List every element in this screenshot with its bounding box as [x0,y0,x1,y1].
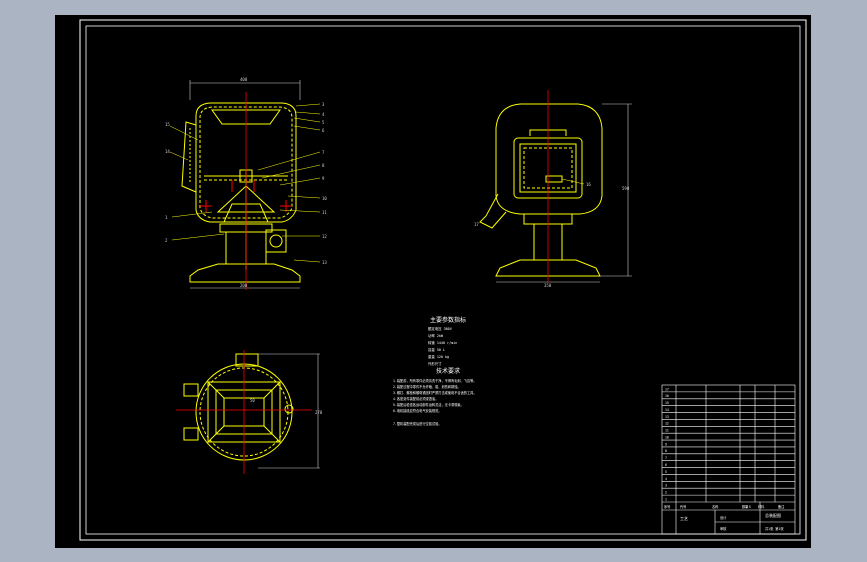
bom-row-number: 16 [665,394,669,398]
bom-header-cell: 名称 [712,504,719,509]
front-section-view [181,80,301,290]
leader-label: 16 [586,182,591,187]
tech-item: 2.装配过程中零件不允许磕、碰、划伤和锈蚀。 [393,384,461,389]
side-housing-outline [495,103,603,215]
top-motor-boss [235,353,259,367]
tech-item: 4.各密封件装配前必须浸透油。 [393,396,438,401]
tech-item: 6.电机接线应符合电气安装规范。 [393,408,441,413]
leader-label: 11 [322,210,327,215]
tech-title: 技术要求 [436,367,460,375]
side-height-dim-text: 590 [622,186,630,191]
bom-row-number: 3 [665,484,667,488]
side-width-dim-text: 350 [544,283,552,288]
leader-label: 12 [322,234,327,239]
bom-row-number: 13 [665,415,669,419]
tech-item: 5.装配后检查各运动部件运转灵活，无卡滞现象。 [393,402,464,407]
side-view [479,90,632,283]
bom-header-cell: 材料 [758,504,765,509]
bom-row-number: 12 [665,422,669,426]
spec-row: 外形尺寸 [428,361,442,366]
top-height-dim-text: 270 [315,410,323,415]
title-block-text: 17 16 15 14 13 12 11 10 9 8 7 6 5 4 3 2 1 序号 代号 名称 数量 材料… [664,387,785,531]
front-side-motor [265,229,287,253]
title-company: 工艺 [680,516,688,521]
bom-row-number: 7 [665,456,667,460]
leader-label: 3 [322,102,325,107]
top-view [176,350,320,474]
bom-header-cell: 备注 [778,504,785,509]
bom-header-cell: 代号 [680,504,686,509]
spec-row: 重量 120 kg [428,354,449,359]
top-chute-left [183,383,199,397]
spec-row: 容量 50 L [428,347,445,352]
title-scale: 1:5 [745,505,751,509]
spec-row: 转速 1440 r/min [428,340,457,345]
front-door [181,121,197,193]
bom-row-number: 6 [665,463,667,467]
tech-item: 1.装配前，所有零件必须清洗干净，不得有毛刺、飞边等。 [393,378,477,383]
leader-label: 10 [322,196,327,201]
specs-title: 主要参数指标 [430,316,466,324]
bom-row-number: 8 [665,449,667,453]
front-inner-basket [211,109,281,125]
front-leaders [169,103,321,263]
bom-row-number: 11 [665,429,669,433]
front-base-dim-text: 200 [240,283,248,288]
leader-label: 15 [165,122,170,127]
leader-label: 2 [165,238,168,243]
leader-label: 13 [322,260,327,265]
bom-row-number: 14 [665,408,669,412]
side-chute [479,193,507,229]
leader-label: 1 [165,215,168,220]
leader-label: 9 [322,176,325,181]
front-width-dim-text: 400 [240,77,248,82]
bom-row-number: 1 [665,497,667,501]
title-sheet: 共1张 第1张 [765,526,784,531]
notes-block: 主要参数指标 额定电压 380V 功率 2kW 转速 1440 r/min 容量… [393,316,477,426]
drawing-sheet [55,15,811,548]
leader-label: 17 [474,222,479,227]
bom-row-number: 17 [665,387,669,391]
title-checker: 审核 [720,526,727,531]
bom-row-number: 4 [665,477,667,481]
leader-label: 14 [165,149,170,154]
leader-label: 4 [322,112,325,117]
bom-row-number: 2 [665,491,667,495]
tech-item: 7.整机装配完成后进行空载试验。 [393,421,441,426]
bom-row-number: 10 [665,435,669,439]
top-labels: 50 270 [250,398,323,415]
spec-row: 功率 2kW [428,333,444,338]
bom-table [661,384,796,535]
bom-row-number: 5 [665,470,667,474]
bom-header-cell: 序号 [664,504,670,509]
bom-row-number: 15 [665,401,669,405]
leader-label: 6 [322,128,325,133]
leader-label: 7 [322,150,325,155]
leader-label: 5 [322,120,325,125]
front-housing-outline [195,102,297,223]
sheet-inner-border [85,25,801,535]
front-leader-labels: 15 14 1 2 3 4 5 6 7 8 9 10 11 12 13 400 … [165,77,327,288]
spec-row: 额定电压 380V [428,326,452,331]
title-block [661,384,796,535]
title-drawing-name: 总装配图 [765,512,781,518]
title-designer: 设计 [720,515,727,520]
sheet-outer-border [79,19,807,541]
bom-header-cell: 数量 [742,504,749,509]
side-labels: 16 17 350 590 [474,182,630,288]
top-center-label: 50 [250,398,255,403]
tech-item: 3.螺钉、螺栓和螺母紧固时严禁打击或使用不合适的工具。 [393,390,477,395]
leader-label: 8 [322,163,325,168]
bom-row-number: 9 [665,442,667,446]
